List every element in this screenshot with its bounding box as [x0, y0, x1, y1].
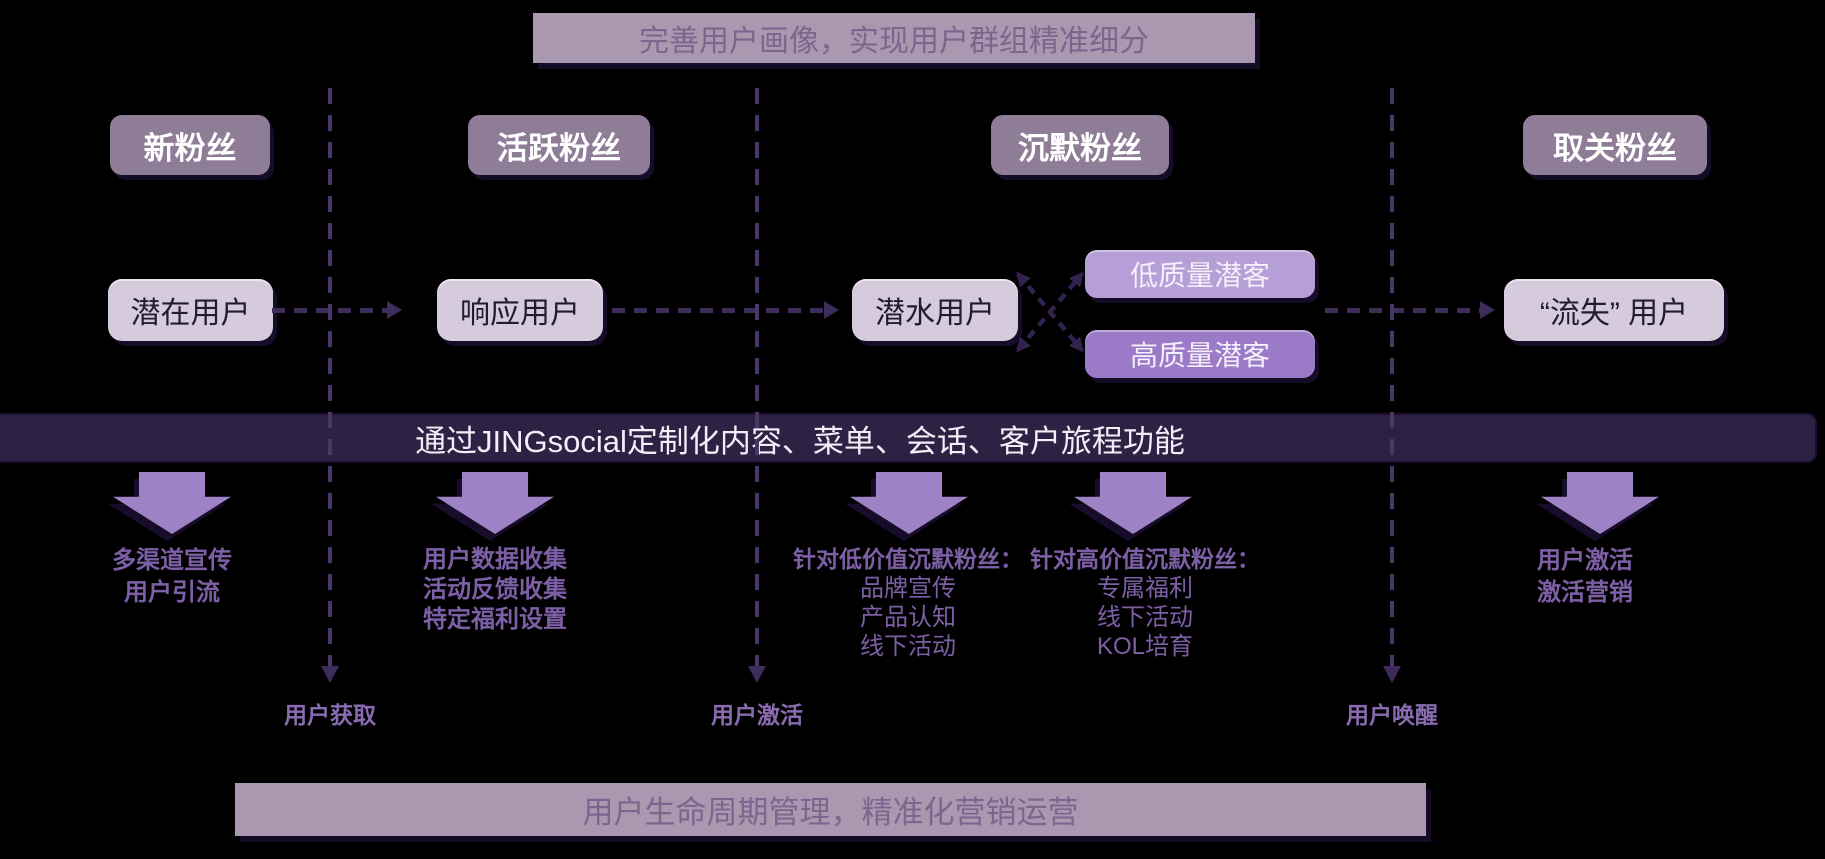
block-arrow-down-1-icon	[113, 472, 231, 534]
top-banner: 完善用户画像，实现用户群组精准细分	[533, 13, 1255, 63]
stage-header-silent-fans: 沉默粉丝	[991, 115, 1169, 175]
action-line: 用户激活	[1537, 547, 1633, 574]
flow-arrow-3-icon	[1325, 301, 1495, 319]
stage-header-unfollow-fans: 取关粉丝	[1523, 115, 1707, 175]
action-line: 活动反馈收集	[423, 576, 567, 603]
action-line: 品牌宣传	[860, 575, 956, 602]
phase-divider-arrowhead-1-icon	[321, 666, 339, 683]
phase-divider-line-2	[755, 88, 759, 668]
action-line: KOL培育	[1096, 633, 1194, 660]
flow-arrowhead-3-icon	[1480, 301, 1495, 319]
user-box-responsive: 响应用户	[437, 279, 603, 341]
action-line: 特定福利设置	[423, 606, 567, 633]
user-box-churned: “流失” 用户	[1504, 279, 1724, 341]
branch-cross-arrows-icon	[1016, 271, 1084, 353]
phase-label-reawaken: 用户唤醒	[1346, 702, 1438, 728]
action-line: 用户引流	[124, 579, 220, 606]
action-column-low-value-silent: 针对低价值沉默粉丝： 品牌宣传 产品认知 线下活动	[758, 545, 1058, 661]
block-arrow-down-2-icon	[436, 472, 554, 534]
middle-feature-bar-label: 通过JINGsocial定制化内容、菜单、会话、客户旅程功能	[415, 423, 1185, 459]
branch-box-high-quality-lead: 高质量潜客	[1085, 330, 1315, 378]
middle-feature-bar: 通过JINGsocial定制化内容、菜单、会话、客户旅程功能	[0, 413, 1817, 463]
phase-divider-line-3	[1390, 88, 1394, 668]
flow-arrowhead-1-icon	[387, 301, 402, 319]
block-arrow-down-4-icon	[1074, 472, 1192, 534]
action-line: 产品认知	[860, 604, 956, 631]
bottom-banner-label: 用户生命周期管理，精准化营销运营	[582, 795, 1079, 830]
action-column-active-fans: 用户数据收集 活动反馈收集 特定福利设置	[345, 545, 645, 635]
action-line: 用户数据收集	[423, 546, 567, 573]
branch-box-low-quality-lead: 低质量潜客	[1085, 250, 1315, 298]
flow-arrowhead-2-icon	[824, 301, 839, 319]
phase-divider-line-1	[328, 88, 332, 668]
action-line: 线下活动	[860, 633, 956, 660]
bottom-banner: 用户生命周期管理，精准化营销运营	[235, 783, 1426, 836]
phase-divider-arrowhead-2-icon	[748, 666, 766, 683]
action-column-unfollow-fans: 用户激活 激活营销	[1435, 545, 1735, 609]
stage-header-active-fans: 活跃粉丝	[468, 115, 650, 175]
block-arrow-down-3-icon	[850, 472, 968, 534]
phase-divider-arrowhead-3-icon	[1383, 666, 1401, 683]
top-banner-label: 完善用户画像，实现用户群组精准细分	[639, 25, 1149, 58]
phase-label-activation: 用户激活	[711, 702, 803, 728]
flow-arrow-2-icon	[612, 301, 839, 319]
action-line: 线下活动	[1097, 604, 1193, 631]
user-box-lurker: 潜水用户	[852, 279, 1018, 341]
block-arrow-down-5-icon	[1541, 472, 1659, 534]
phase-label-acquisition: 用户获取	[284, 702, 376, 728]
stage-header-new-fans: 新粉丝	[110, 115, 270, 175]
action-column-high-value-silent: 针对高价值沉默粉丝： 专属福利 线下活动 KOL培育	[995, 545, 1295, 661]
action-column-title: 针对低价值沉默粉丝：	[793, 546, 1023, 572]
user-box-potential: 潜在用户	[108, 279, 273, 341]
action-line: 激活营销	[1537, 579, 1633, 606]
action-column-new-fans: 多渠道宣传 用户引流	[22, 545, 322, 609]
action-column-title: 针对高价值沉默粉丝：	[1030, 546, 1260, 572]
action-line: 多渠道宣传	[112, 547, 232, 574]
action-line: 专属福利	[1097, 575, 1193, 602]
